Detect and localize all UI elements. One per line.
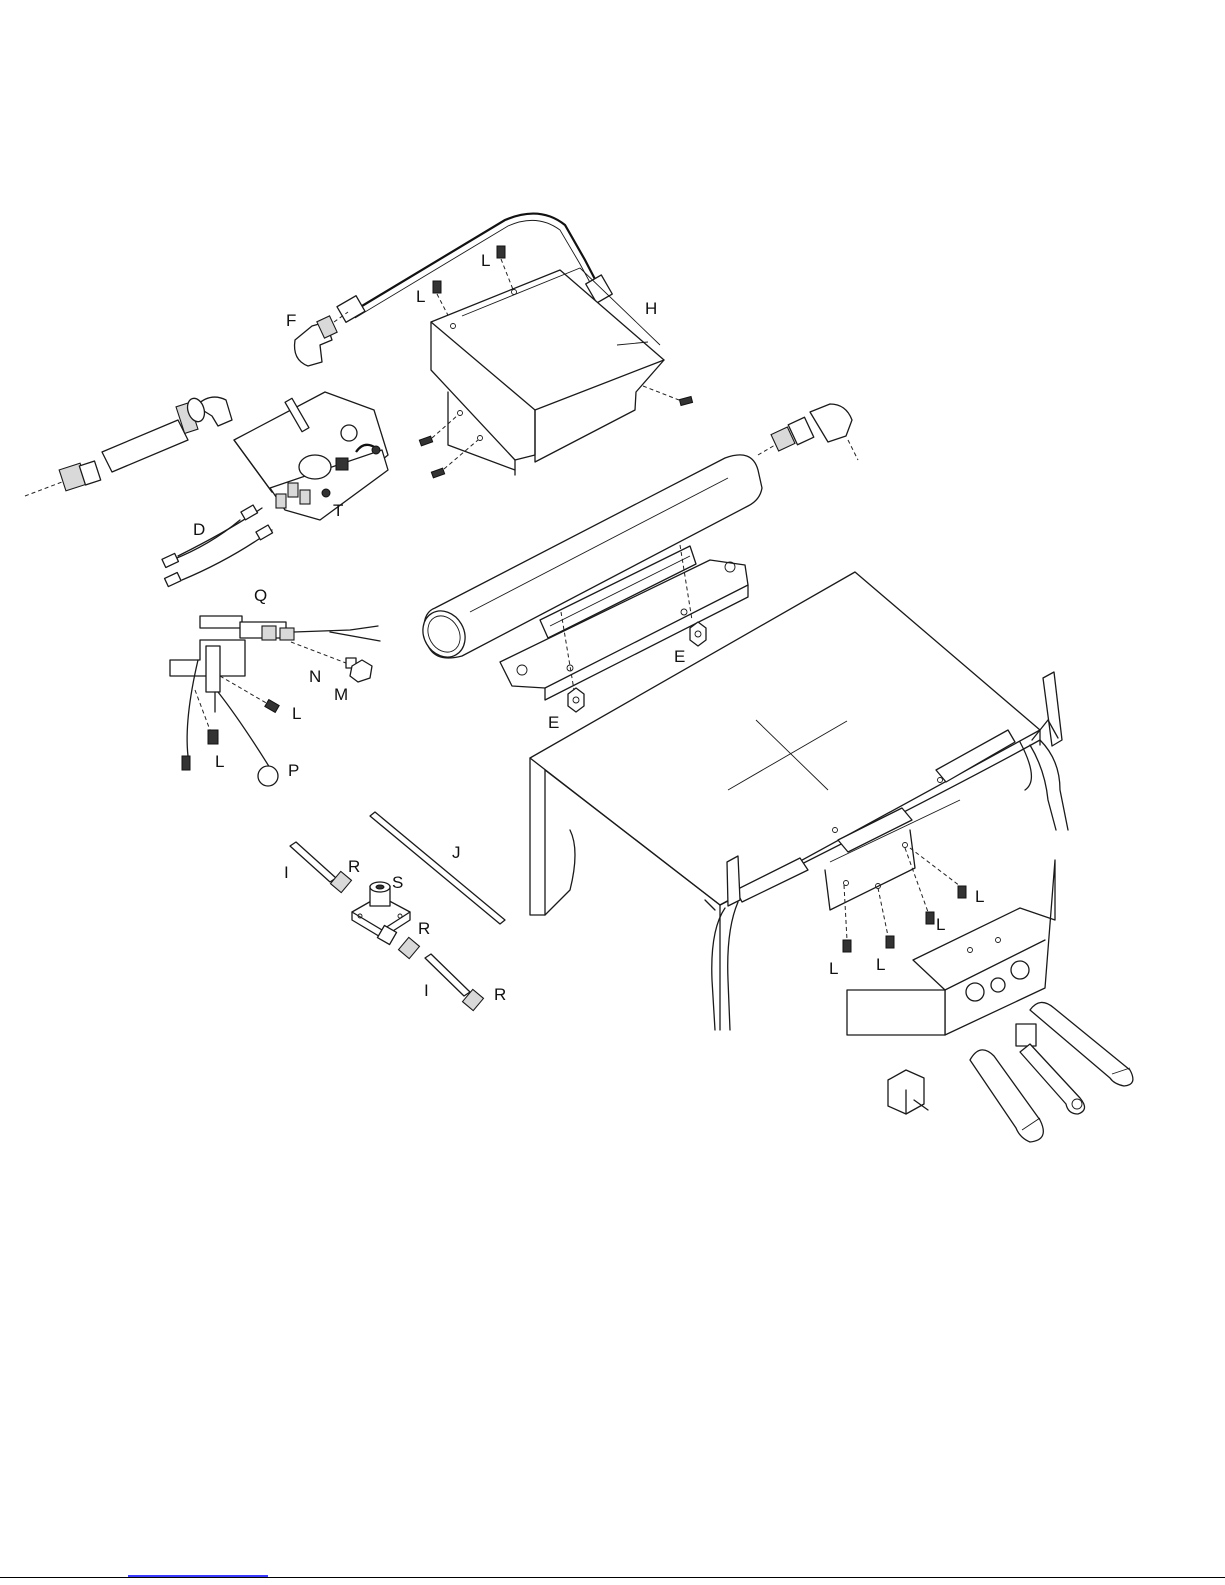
label-l-enclosure-right: L <box>975 887 984 906</box>
label-f: F <box>286 311 296 330</box>
nut-e-right <box>690 622 706 646</box>
toggle-switch <box>888 1070 928 1114</box>
nut-e-left <box>568 688 584 712</box>
label-e-right: E <box>674 647 685 666</box>
screws-l-bottom <box>843 848 966 952</box>
label-l-pilot-low: L <box>215 752 224 771</box>
label-l-top-right: L <box>481 251 490 270</box>
label-h: H <box>645 299 657 318</box>
label-l-enclosure-mid: L <box>936 915 945 934</box>
label-e-left: E <box>548 713 559 732</box>
label-m: M <box>334 685 348 704</box>
label-q: Q <box>254 586 267 605</box>
label-n: N <box>309 667 321 686</box>
label-j: J <box>452 843 461 862</box>
label-r-top: R <box>348 857 360 876</box>
screw-l-top-right <box>497 246 514 292</box>
label-s: S <box>392 873 403 892</box>
label-i-bottom: I <box>424 981 429 1000</box>
label-l-enclosure-left: L <box>829 959 838 978</box>
label-r-bottom: R <box>494 985 506 1004</box>
label-r-middle: R <box>418 919 430 938</box>
regulator-assembly <box>290 842 484 1011</box>
label-d: D <box>193 520 205 539</box>
heat-shield-h <box>431 268 664 475</box>
pipe-assembly <box>25 396 232 496</box>
label-p: P <box>288 761 299 780</box>
pilot-assembly-q <box>170 616 380 786</box>
label-l-enclosure-center: L <box>876 955 885 974</box>
label-l-pilot: L <box>292 704 301 723</box>
elbow-fitting-f <box>295 312 348 366</box>
footer-divider <box>0 1577 1225 1578</box>
label-t: T <box>333 501 343 520</box>
wire-harness-d <box>162 505 273 587</box>
gas-valve-t <box>234 392 388 520</box>
label-i-top: I <box>284 863 289 882</box>
label-l-top-left: L <box>416 287 425 306</box>
